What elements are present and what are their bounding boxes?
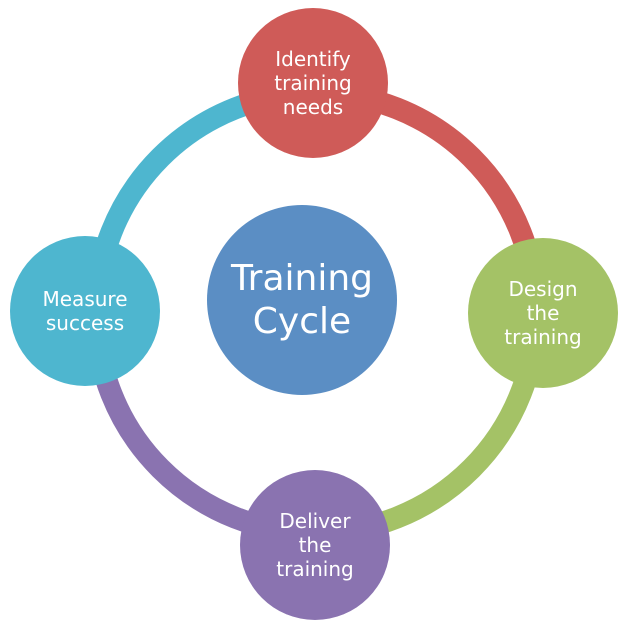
node-text: training xyxy=(274,71,352,95)
node-text: Design xyxy=(508,277,578,301)
node-text: the xyxy=(526,301,560,325)
node-text: the xyxy=(298,533,332,557)
node-text: training xyxy=(504,325,582,349)
node-text: training xyxy=(276,557,354,581)
center-title-line2: Cycle xyxy=(252,301,352,342)
node-text: success xyxy=(45,311,125,335)
node-text: Identify xyxy=(275,47,351,71)
node-text: needs xyxy=(282,95,344,119)
node-text: Measure xyxy=(42,287,128,311)
center-title-line1: Training xyxy=(230,257,374,299)
node-text: Deliver xyxy=(279,509,351,533)
